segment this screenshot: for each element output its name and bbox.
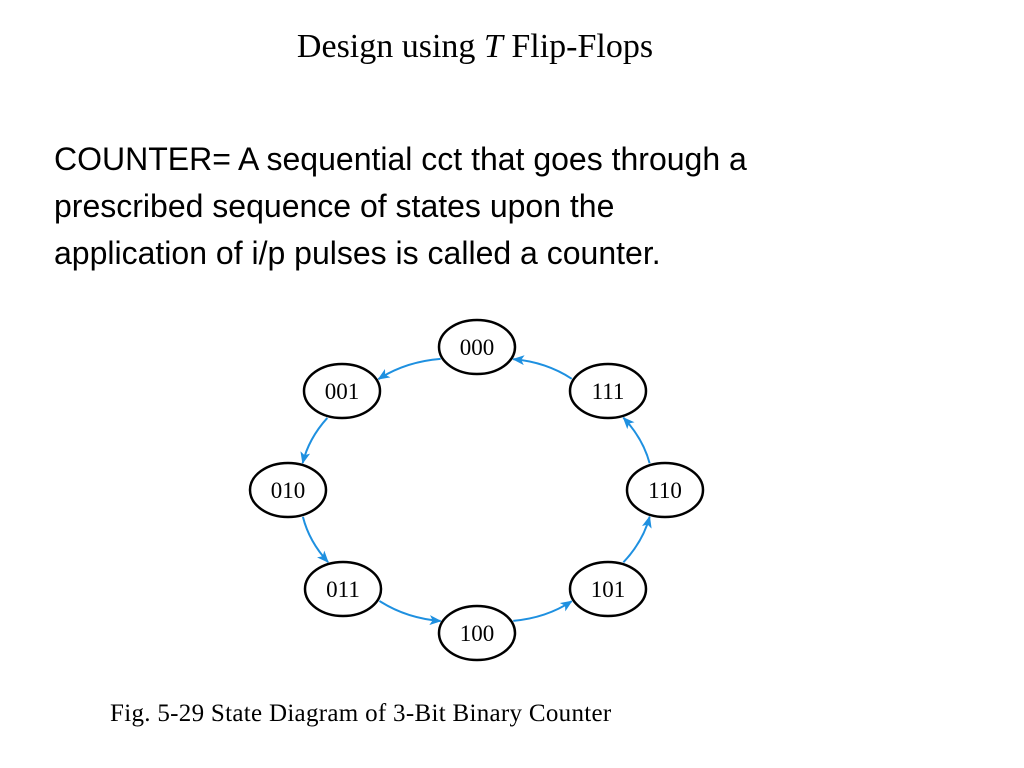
slide-title: Design using T Flip-Flops: [0, 28, 950, 66]
arrow-100-to-101: [513, 600, 573, 622]
state-100: 100: [437, 604, 517, 662]
definition-line-2: prescribed sequence of states upon the: [54, 188, 615, 224]
definition-line-3: application of i/p pulses is called a co…: [54, 235, 661, 271]
state-ellipse: [568, 560, 648, 618]
arrow-011-to-100: [378, 600, 442, 626]
state-label: 100: [460, 621, 495, 646]
state-label: 001: [325, 379, 360, 404]
arrow-010-to-011: [301, 516, 329, 563]
definition-line-1: COUNTER= A sequential cct that goes thro…: [54, 141, 747, 177]
state-ellipse: [303, 560, 383, 618]
arrow-101-to-110: [622, 515, 652, 563]
figure-caption: Fig. 5-29 State Diagram of 3-Bit Binary …: [110, 700, 612, 727]
state-001: 001: [302, 362, 382, 420]
arrow-111-to-000: [512, 355, 573, 380]
state-label: 000: [460, 335, 495, 360]
title-suffix: Flip-Flops: [502, 28, 654, 65]
state-011: 011: [303, 560, 383, 618]
state-ellipse: [568, 362, 648, 420]
transition-arrows: [300, 355, 652, 626]
state-ellipse: [437, 604, 517, 662]
state-ellipse: [625, 461, 705, 519]
state-010: 010: [248, 461, 328, 519]
title-italic-t: T: [483, 28, 503, 65]
state-ellipse: [302, 362, 382, 420]
state-nodes: 000 001 010 011 100 101 110 111: [248, 318, 705, 662]
state-111: 111: [568, 362, 648, 420]
state-000: 000: [437, 318, 517, 376]
title-prefix: Design using: [296, 28, 484, 65]
state-label: 101: [591, 577, 626, 602]
state-ellipse: [437, 318, 517, 376]
state-label: 110: [648, 478, 682, 503]
state-label: 111: [592, 379, 625, 404]
state-101: 101: [568, 560, 648, 618]
arrow-001-to-010: [300, 417, 329, 465]
state-ellipse: [248, 461, 328, 519]
counter-definition: COUNTER= A sequential cct that goes thro…: [54, 136, 974, 277]
state-label: 010: [271, 478, 306, 503]
arrow-110-to-111: [622, 416, 651, 464]
state-label: 011: [326, 577, 360, 602]
arrow-000-to-001: [377, 357, 441, 380]
state-110: 110: [625, 461, 705, 519]
